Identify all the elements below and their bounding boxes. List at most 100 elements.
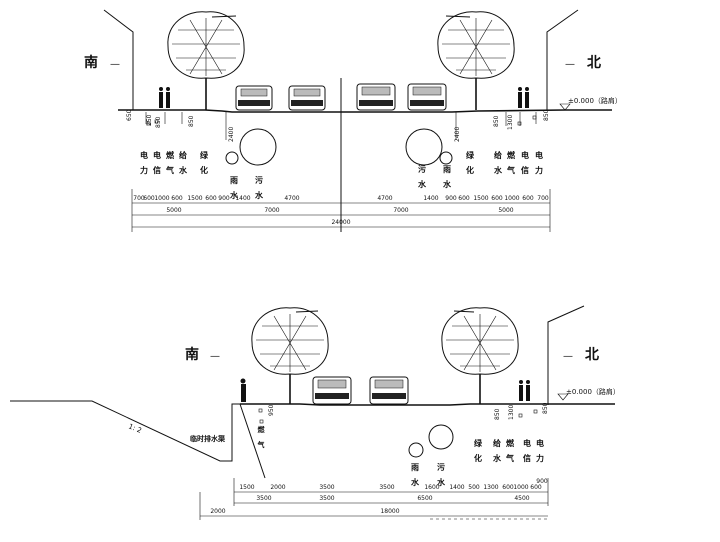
dimension-value: 900 — [445, 195, 457, 202]
dimension-value: 600 — [458, 195, 470, 202]
dimension-value: 4700 — [284, 195, 299, 202]
mark-850-bottom-b: 850 — [542, 402, 549, 414]
car-icon — [312, 376, 352, 405]
dimension-value: 600 — [171, 195, 183, 202]
south-dash-bottom: — — [210, 351, 220, 362]
pipe-label: 雨水 — [442, 165, 452, 189]
sewage-pipe-icon — [428, 424, 454, 450]
pedestrian-icon — [518, 87, 529, 108]
dimension-value: 7000 — [393, 207, 408, 214]
tree-icon — [441, 307, 519, 404]
pipe-label: 绿化 — [474, 438, 483, 463]
pipe-label: 给水 — [493, 150, 503, 175]
dimension-value: 1300 — [483, 484, 498, 491]
elevation-label: ±0.000（路肩） — [568, 96, 622, 105]
mark-2400-right: 2400 — [454, 127, 461, 142]
dimension-value: 600 — [491, 195, 503, 202]
building-left — [103, 9, 134, 110]
dimension-value: 3500 — [256, 495, 271, 502]
pipe-label: 燃气 — [257, 425, 266, 449]
mark-1300-bottom: 1300 — [508, 405, 515, 420]
mark-850-bottom: 850 — [494, 408, 501, 420]
dimension-value: 900 — [536, 478, 548, 485]
pipe-label: 燃气 — [505, 438, 515, 463]
mark-650: 650 — [126, 109, 133, 121]
mark-850-right-b: 850 — [543, 109, 550, 121]
excavation-line — [239, 403, 266, 479]
rain-pipe-icon — [439, 151, 453, 165]
tree-icon — [251, 307, 329, 404]
tree-icon — [437, 11, 515, 110]
pipe-label: 污水 — [436, 462, 446, 487]
pipe-label: 电信 — [521, 150, 529, 175]
dimension-value: 1500 — [473, 195, 488, 202]
pedestrian-icon — [159, 87, 170, 108]
mark-850-right: 850 — [493, 115, 500, 127]
drain-label: 临时排水渠 — [190, 434, 226, 443]
pipe-label: 给水 — [178, 150, 188, 175]
north-dash: — — [565, 59, 575, 70]
pipe-label: 燃气 — [165, 150, 175, 175]
elevation-marker-icon — [559, 103, 571, 111]
dimension-value: 700 — [133, 195, 145, 202]
pipe-label: 燃气 — [506, 150, 516, 175]
dimension-value: 500 — [468, 484, 480, 491]
mark-950: 950 — [268, 404, 275, 416]
mark-2400-left: 2400 — [228, 127, 235, 142]
pipe-label: 电力 — [536, 438, 544, 463]
pipe-label: 污水 — [254, 175, 264, 200]
bottom-section: 1: 2 临时排水渠 南 — — 北 ±0.000（路肩） — [10, 305, 620, 520]
dimension-value: 1600 — [424, 484, 439, 491]
pipe-label: 给水 — [492, 438, 502, 463]
pipe-label: 雨水 — [229, 176, 239, 200]
car-icon — [235, 85, 273, 111]
elevation-label-bottom: ±0.000（路肩） — [566, 387, 620, 396]
dimension-value: 600 — [502, 484, 514, 491]
pipe-label: 电力 — [535, 150, 543, 175]
car-icon — [407, 83, 447, 111]
south-label-bottom: 南 — [185, 346, 199, 363]
car-icon — [356, 83, 396, 111]
building-right — [546, 9, 579, 110]
slope-label: 1: 2 — [127, 422, 143, 434]
car-icon — [288, 85, 326, 111]
dimension-value: 1500 — [239, 484, 254, 491]
elevation-marker-icon — [557, 393, 569, 401]
dimension-value: 600 — [522, 195, 534, 202]
north-dash-bottom: — — [563, 351, 573, 362]
dimension-value: 900 — [218, 195, 230, 202]
mark-1300-right: 1300 — [507, 115, 514, 130]
dimension-value: 1400 — [235, 195, 250, 202]
south-label: 南 — [84, 54, 98, 71]
mark-850-left: 850 — [155, 116, 162, 128]
mark-250: 250 — [146, 114, 153, 126]
rain-pipe-icon — [408, 442, 424, 458]
dimension-value: 3500 — [319, 495, 334, 502]
pipe-label: 电信 — [153, 150, 161, 175]
dimension-value: 4500 — [514, 495, 529, 502]
dimension-value: 5000 — [166, 207, 181, 214]
dimension-value: 6500 — [417, 495, 432, 502]
dimension-value: 1400 — [449, 484, 464, 491]
dimension-value: 700 — [537, 195, 549, 202]
rain-pipe-icon — [225, 151, 239, 165]
pedestrian-icon — [240, 378, 246, 402]
dimension-total: 18000 — [380, 508, 399, 515]
sewage-pipe-icon — [405, 128, 443, 166]
dimension-value: 4700 — [377, 195, 392, 202]
dimension-value: 3500 — [319, 484, 334, 491]
dimension-value: 2000 — [270, 484, 285, 491]
north-label: 北 — [587, 55, 601, 71]
dimension-value: 1000 — [504, 195, 519, 202]
dimension-value: 600 — [530, 484, 542, 491]
embankment-slope — [10, 400, 240, 462]
car-icon — [369, 376, 409, 405]
pipe-label: 绿化 — [200, 150, 209, 175]
dimension-value: 1400 — [423, 195, 438, 202]
dimension-value: 2000 — [210, 508, 225, 515]
dimension-value: 5000 — [498, 207, 513, 214]
pipe-label: 绿化 — [466, 150, 475, 175]
tree-icon — [167, 11, 245, 110]
dimension-value: 3500 — [379, 484, 394, 491]
